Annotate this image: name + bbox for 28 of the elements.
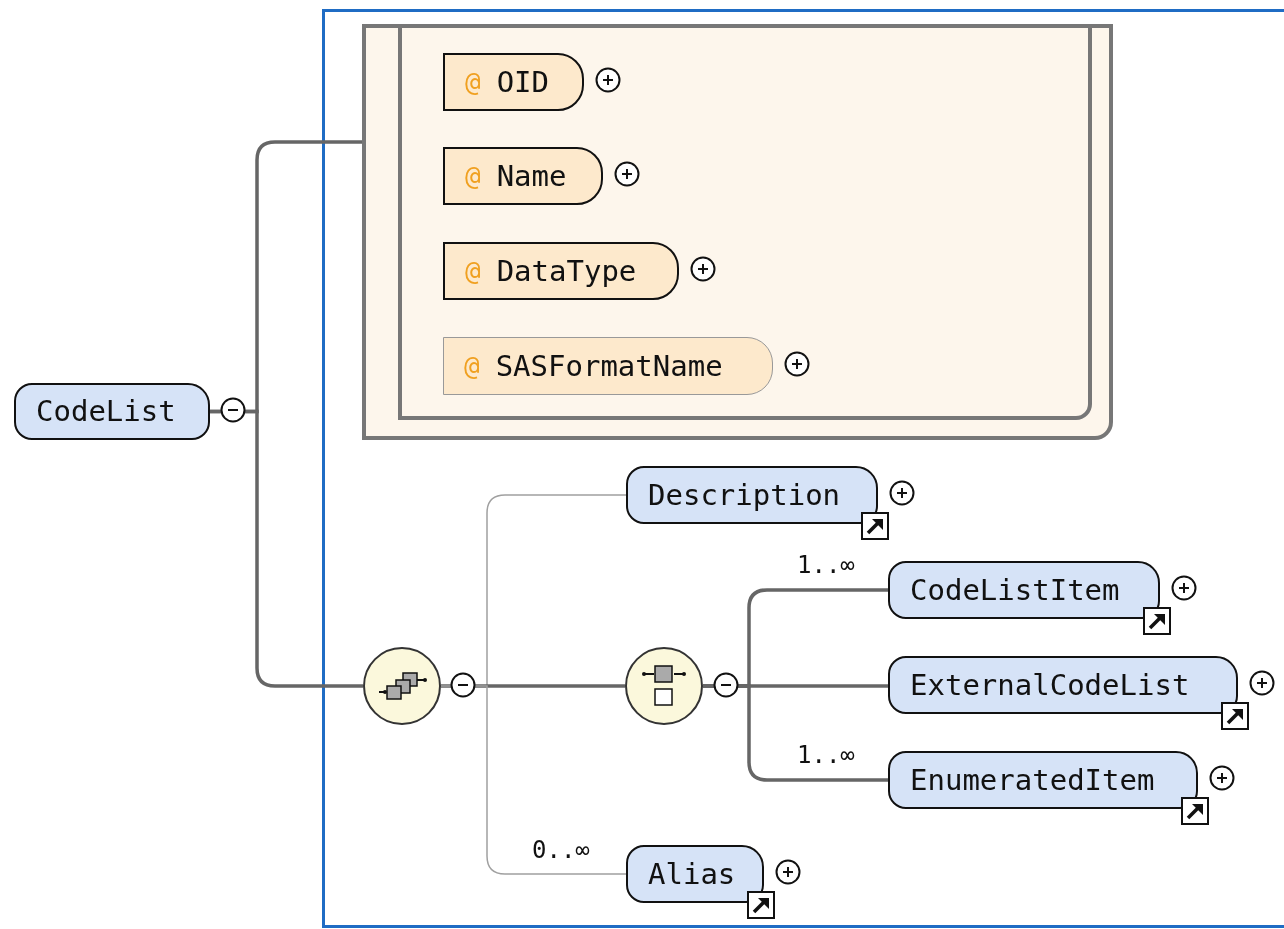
attribute-symbol: @	[464, 353, 480, 379]
attribute-symbol: @	[465, 163, 481, 189]
connector-line	[703, 684, 888, 782]
attribute-box	[443, 147, 603, 205]
element-box	[626, 466, 878, 524]
connector-line	[441, 684, 625, 688]
element-name: Description	[648, 480, 841, 510]
element-name: EnumeratedItem	[910, 765, 1155, 795]
attribute-box	[443, 242, 679, 300]
element-box	[888, 561, 1160, 619]
element-box	[888, 656, 1238, 714]
attribute-box	[443, 53, 584, 111]
element-box	[14, 383, 210, 440]
connector-line	[210, 409, 363, 688]
element-box	[626, 845, 764, 903]
attribute-name: Name	[496, 161, 567, 191]
attribute-symbol: @	[465, 69, 481, 95]
attribute-name: SASFormatName	[495, 351, 723, 381]
element-name: CodeList	[36, 397, 176, 426]
attribute-name: OID	[496, 67, 550, 97]
connector-line	[440, 685, 627, 875]
attribute-box	[443, 337, 773, 395]
element-box	[888, 751, 1198, 809]
element-name: Alias	[648, 859, 736, 889]
attribute-name: DataType	[496, 256, 637, 286]
element-name: ExternalCodeList	[910, 670, 1190, 700]
attribute-symbol: @	[465, 258, 481, 284]
element-name: CodeListItem	[910, 575, 1120, 605]
